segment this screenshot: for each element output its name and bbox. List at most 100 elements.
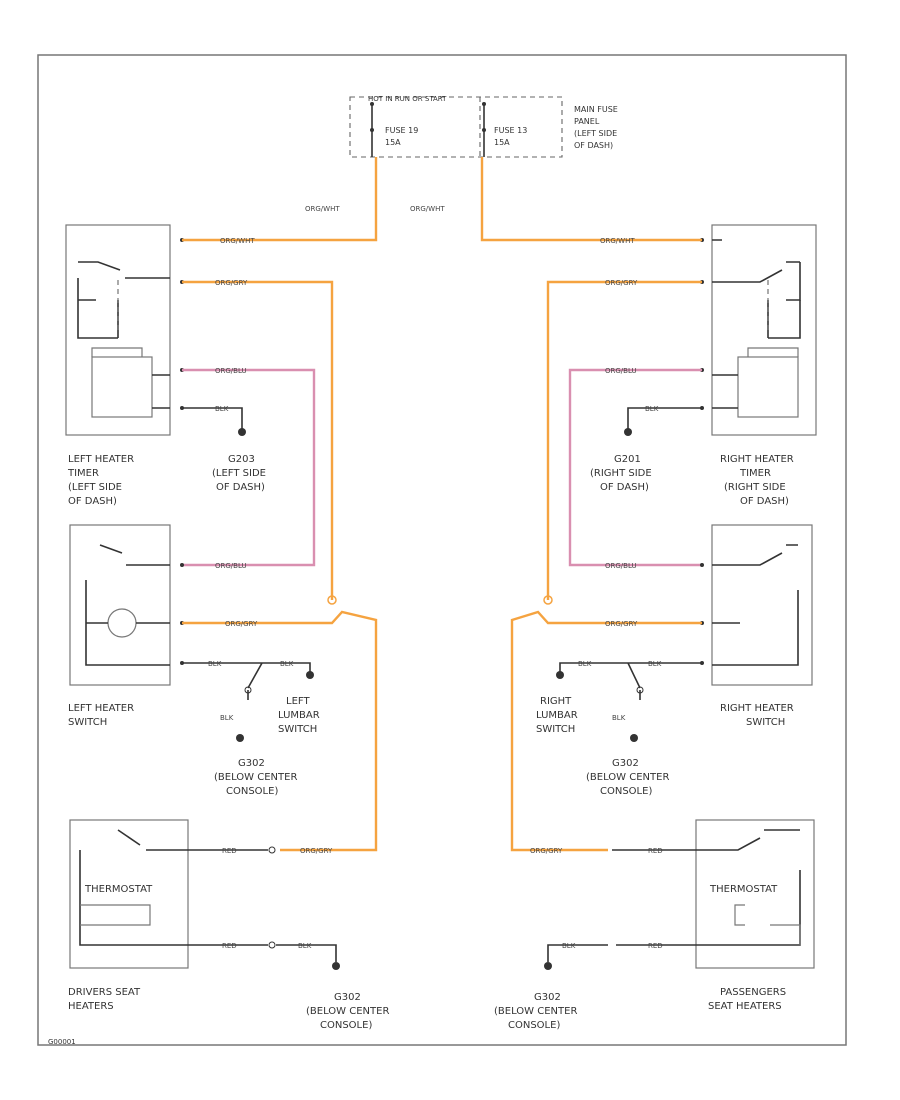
wire-left-timer-ground	[182, 407, 243, 430]
left-lumbar-ground-symbol	[306, 671, 314, 679]
wire-label-red-passenger: RED	[648, 847, 663, 855]
passenger-heaters-label-1: PASSENGERS	[720, 987, 786, 998]
right-lumbar-ground-symbol	[556, 671, 564, 679]
right-lumbar-label-3: SWITCH	[536, 724, 575, 735]
wire-left-timer-org-blu	[182, 368, 316, 567]
fuse-panel-location-1: MAIN FUSE	[574, 105, 618, 114]
wire-label-org-gry-right-switch: ORG/GRY	[605, 620, 638, 628]
wire-label-blk-left-dash: BLK	[215, 405, 229, 413]
fuse-13-rating: 15A	[494, 138, 510, 147]
ground-right-mid-symbol	[630, 734, 638, 742]
ground-g201-label-3: OF DASH)	[600, 482, 649, 493]
wire-right-timer-ground	[627, 407, 702, 430]
wire-label-red-passenger-bottom: RED	[648, 942, 663, 950]
fuse-panel-header: HOT IN RUN OR START	[368, 95, 447, 103]
left-lumbar-label-3: SWITCH	[278, 724, 317, 735]
wire-right-timer-org-gry	[546, 280, 702, 600]
ground-bot-right-label-2: (BELOW CENTER	[494, 1006, 577, 1017]
splice-right	[543, 595, 553, 605]
right-switch-label-2: SWITCH	[746, 717, 785, 728]
wire-label-org-wht-left-vertical: ORG/WHT	[305, 205, 340, 213]
wire-right-timer-org-blu	[568, 368, 702, 567]
main-fuse-panel: HOT IN RUN OR START FUSE 19 15A FUSE 13 …	[349, 95, 618, 158]
ground-g203-label-1: G203	[228, 454, 255, 465]
driver-seat-connector-bottom	[268, 941, 276, 949]
ground-mid-left-label-1: G302	[238, 758, 265, 769]
ground-bot-left-label-3: CONSOLE)	[320, 1020, 372, 1031]
wire-label-org-wht-right-vertical: ORG/WHT	[410, 205, 445, 213]
left-lumbar-label-2: LUMBAR	[278, 710, 320, 721]
passenger-seat-heaters: THERMOSTAT PASSENGERS SEAT HEATERS	[695, 819, 815, 1012]
fuse-13-label: FUSE 13	[494, 126, 527, 135]
left-timer-label-3: (LEFT SIDE	[68, 482, 122, 493]
left-heater-timer: LEFT HEATER TIMER (LEFT SIDE OF DASH)	[65, 224, 184, 507]
right-timer-label-1: RIGHT HEATER	[720, 454, 794, 465]
ground-mid-left-label-2: (BELOW CENTER	[214, 772, 297, 783]
wire-right-switch-blk	[559, 662, 702, 689]
ground-g201-label-2: (RIGHT SIDE	[590, 468, 652, 479]
passenger-heaters-label-2: SEAT HEATERS	[708, 1001, 782, 1012]
wire-label-org-gry-left: ORG/GRY	[215, 279, 248, 287]
left-switch-label-2: SWITCH	[68, 717, 107, 728]
ground-bot-left-label-1: G302	[334, 992, 361, 1003]
ground-left-mid-symbol	[236, 734, 244, 742]
ground-bot-right-label-1: G302	[534, 992, 561, 1003]
right-timer-label-2: TIMER	[739, 468, 771, 479]
right-heater-switch: RIGHT HEATER SWITCH	[700, 524, 813, 728]
driver-seat-connector-top	[268, 846, 276, 854]
right-lumbar-label-1: RIGHT	[540, 696, 572, 707]
fuse-19-rating: 15A	[385, 138, 401, 147]
wire-label-blk-passenger-bottom: BLK	[562, 942, 576, 950]
left-heater-switch: LEFT HEATER SWITCH	[68, 524, 184, 728]
ground-mid-right-label-1: G302	[612, 758, 639, 769]
ground-g201-symbol	[624, 428, 632, 436]
wire-label-blk-right-dash: BLK	[645, 405, 659, 413]
ground-bot-right-symbol	[544, 962, 552, 970]
fuse-panel-location-4: OF DASH)	[574, 141, 613, 150]
wire-label-org-gry-left-switch: ORG/GRY	[225, 620, 258, 628]
ground-mid-left-label-3: CONSOLE)	[226, 786, 278, 797]
wire-left-switch-blk	[182, 662, 311, 689]
wire-label-blk-driver-bottom: BLK	[298, 942, 312, 950]
wire-driver-seat-blk-bottom	[188, 944, 337, 962]
driver-thermostat-label: THERMOSTAT	[84, 884, 153, 895]
splice-left	[327, 595, 337, 605]
ground-mid-right-label-3: CONSOLE)	[600, 786, 652, 797]
wire-label-org-gry-passenger: ORG/GRY	[530, 847, 563, 855]
wire-label-blk-right-lumbar: BLK	[578, 660, 592, 668]
wire-fuse19-to-left-timer	[182, 157, 378, 242]
driver-heaters-label-1: DRIVERS SEAT	[68, 987, 141, 998]
ground-g203-symbol	[238, 428, 246, 436]
wire-label-org-gry-driver: ORG/GRY	[300, 847, 333, 855]
fuse-19-label: FUSE 19	[385, 126, 418, 135]
wire-right-switch-to-passenger-seat	[510, 610, 702, 852]
wire-fuse13-to-right-timer	[480, 157, 702, 242]
ground-g203-label-3: OF DASH)	[216, 482, 265, 493]
driver-heaters-label-2: HEATERS	[68, 1001, 114, 1012]
wire-label-red-driver: RED	[222, 847, 237, 855]
ground-bot-left-symbol	[332, 962, 340, 970]
left-timer-label-1: LEFT HEATER	[68, 454, 134, 465]
driver-seat-heaters: THERMOSTAT DRIVERS SEAT HEATERS	[68, 819, 189, 1012]
ground-bot-right-label-3: CONSOLE)	[508, 1020, 560, 1031]
diagram-frame	[37, 54, 847, 1046]
right-timer-label-3: (RIGHT SIDE	[724, 482, 786, 493]
left-switch-label-1: LEFT HEATER	[68, 703, 134, 714]
left-lumbar-connector	[244, 686, 252, 694]
wire-label-org-blu-right-top: ORG/BLU	[605, 367, 637, 375]
right-switch-label-1: RIGHT HEATER	[720, 703, 794, 714]
right-timer-label-4: OF DASH)	[740, 496, 789, 507]
footer-code: G00001	[48, 1038, 76, 1046]
wire-passenger-seat-blk-bottom	[547, 944, 696, 962]
wire-label-org-blu-left-top: ORG/BLU	[215, 367, 247, 375]
wire-label-blk-left-lumbar: BLK	[280, 660, 294, 668]
passenger-thermostat-label: THERMOSTAT	[709, 884, 778, 895]
wire-left-switch-to-driver-seat	[182, 610, 378, 852]
right-lumbar-label-2: LUMBAR	[536, 710, 578, 721]
left-timer-label-2: TIMER	[67, 468, 99, 479]
ground-bot-left-label-2: (BELOW CENTER	[306, 1006, 389, 1017]
wire-label-org-wht-left: ORG/WHT	[220, 237, 255, 245]
ground-mid-right-label-2: (BELOW CENTER	[586, 772, 669, 783]
wire-label-blk-left-down: BLK	[220, 714, 234, 722]
